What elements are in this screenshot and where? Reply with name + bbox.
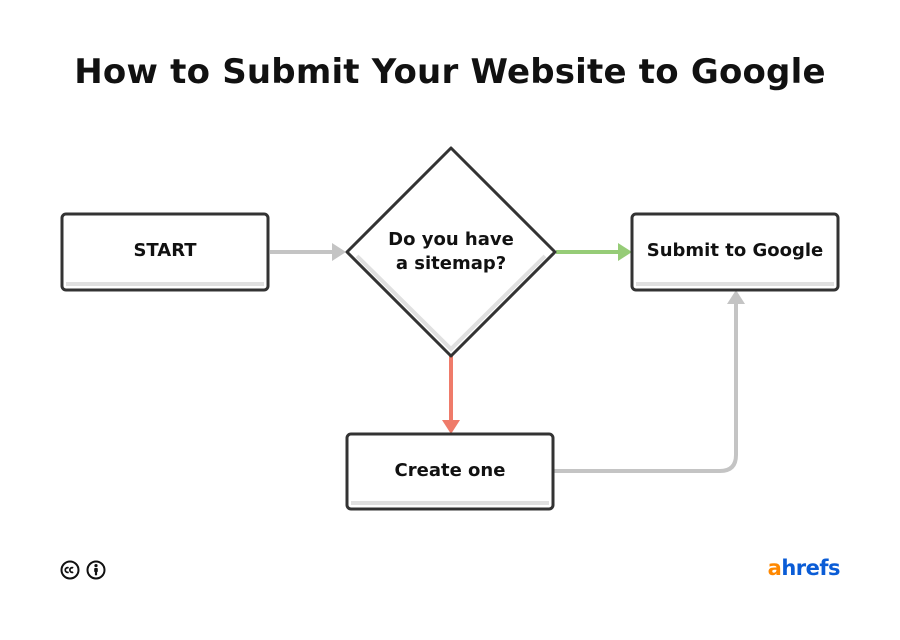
creative-commons-icon	[60, 560, 80, 580]
ahrefs-logo: ahrefs	[750, 556, 841, 580]
decision-label-line-2: a sitemap?	[395, 253, 507, 274]
diagram-title: How to Submit Your Website to Google	[74, 52, 826, 92]
create-node	[345, 432, 555, 511]
start-node-label: START	[133, 240, 197, 261]
license-icons	[60, 560, 106, 580]
ahrefs-logo-a: a	[767, 556, 782, 580]
decision-node	[345, 146, 557, 358]
decision-label-line-1: Do you have	[388, 229, 514, 250]
start-node	[60, 212, 270, 292]
create-node-label: Create one	[394, 459, 506, 481]
submit-node	[630, 212, 840, 292]
arrowhead-create-to-submit	[727, 290, 745, 304]
arrowhead-decision-to-submit	[618, 243, 632, 261]
decision-node-label: Do you have a sitemap?	[372, 222, 530, 282]
ahrefs-logo-rest: hrefs	[781, 556, 840, 580]
arrow-create-to-submit	[554, 302, 738, 473]
submit-node-label: Submit to Google	[646, 240, 824, 261]
attribution-icon	[86, 560, 106, 580]
connectors	[270, 243, 745, 473]
arrowhead-decision-to-create	[442, 420, 460, 434]
arrowhead-start-to-decision	[332, 243, 346, 261]
